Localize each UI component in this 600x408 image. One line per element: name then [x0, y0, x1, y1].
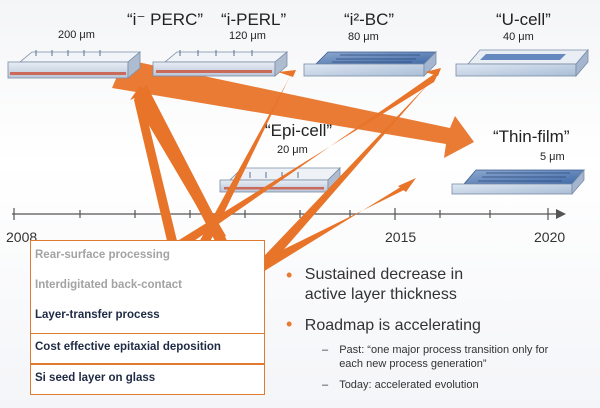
cell-thickness-perl: 120 μm — [229, 30, 266, 42]
bullet-dot: • — [286, 314, 293, 334]
cell-title-thinfilm: “Thin-film” — [493, 127, 570, 146]
process-rear-surface: Rear-surface processing — [35, 249, 170, 261]
cell-thickness-thinfilm: 5 μm — [540, 151, 565, 163]
bullet-thickness-text: Sustained decrease in active layer thick… — [304, 266, 464, 303]
process-box-upper: Rear-surface processing Interdigitated b… — [30, 240, 265, 335]
cell-thickness-epi: 20 μm — [277, 144, 308, 156]
cell-perc-graphic — [7, 50, 142, 79]
bullet-accelerating: • Roadmap is accelerating — [286, 314, 481, 336]
timeline-ticks — [13, 208, 549, 220]
cell-perl-graphic — [152, 50, 296, 77]
bullet-thickness: • Sustained decrease in active layer thi… — [286, 265, 505, 305]
sub-bullet-past-text: Past: “one major process transition only… — [339, 344, 549, 370]
cell-title-perl: “i-PERL” — [221, 10, 287, 29]
bullet-dot: • — [286, 265, 293, 285]
sub-bullet-dash: – — [322, 379, 329, 391]
cell-thickness-ucell: 40 μm — [503, 31, 534, 43]
cell-ucell-graphic — [455, 48, 589, 78]
process-connectors — [130, 66, 444, 302]
sub-bullet-dash: – — [322, 344, 329, 356]
process-box-epitaxial: Cost effective epitaxial deposition — [30, 333, 265, 364]
bullet-accelerating-text: Roadmap is accelerating — [304, 317, 481, 334]
cell-thickness-perc: 200 μm — [58, 29, 95, 41]
cell-i2bc-graphic — [303, 51, 441, 77]
process-box-seed: Si seed layer on glass — [30, 364, 265, 395]
sub-bullet-today-text: Today: accelerated evolution — [339, 379, 479, 391]
sub-bullet-past: – Past: “one major process transition on… — [322, 343, 564, 371]
cell-title-ucell: “U-cell” — [496, 10, 551, 29]
sub-bullet-today: – Today: accelerated evolution — [322, 378, 479, 392]
cell-title-perc: “i⁻ PERC” — [127, 10, 204, 29]
year-label-2020: 2020 — [534, 229, 566, 245]
process-interdigitated: Interdigitated back-contact — [35, 279, 182, 291]
process-seed-layer: Si seed layer on glass — [35, 372, 156, 384]
cell-thinfilm-graphic — [451, 168, 585, 196]
timeline-arrowhead — [556, 209, 566, 219]
cell-title-epi: “Epi-cell” — [265, 121, 333, 140]
cell-title-i2bc: “i²-BC” — [344, 10, 395, 29]
year-label-2015: 2015 — [385, 229, 417, 245]
cell-thickness-i2bc: 80 μm — [348, 31, 379, 43]
process-layer-transfer: Layer-transfer process — [35, 309, 160, 321]
process-epitaxial: Cost effective epitaxial deposition — [35, 341, 221, 353]
year-label-2008: 2008 — [6, 229, 38, 245]
cell-epi-graphic — [219, 167, 341, 193]
